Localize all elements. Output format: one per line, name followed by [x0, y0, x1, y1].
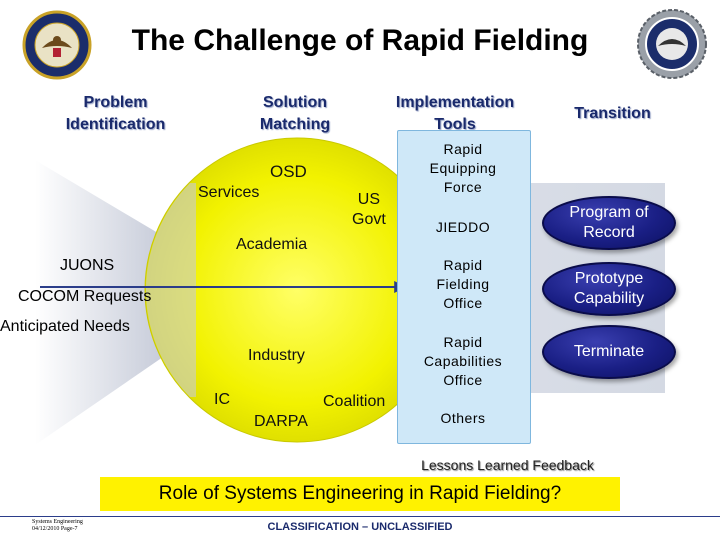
input-anticipated-needs: Anticipated Needs [0, 318, 130, 335]
heading-transition: Transition [574, 105, 651, 122]
classification-marking: CLASSIFICATION – UNCLASSIFIED [267, 521, 453, 533]
dau-seal-icon [637, 9, 707, 79]
label-coalition: Coalition [323, 393, 386, 410]
circle-shadow-arc [145, 183, 196, 397]
role-question-box: Role of Systems Engineering in Rapid Fie… [100, 477, 620, 511]
page-title: The Challenge of Rapid Fielding [131, 24, 589, 57]
tool-others: Others [440, 410, 486, 426]
implementation-tools-panel [397, 130, 531, 444]
dod-seal-icon [22, 10, 92, 80]
transition-terminate-label: Terminate [573, 343, 645, 360]
label-industry: Industry [248, 347, 305, 364]
heading-implementation-tools: Implementation Tools [395, 94, 515, 133]
footer-divider [0, 516, 720, 517]
label-academia: Academia [236, 236, 308, 253]
footer-line-2: 04/12/2010 Page-7 [32, 526, 78, 532]
footer-line-1: Systems Engineering [32, 519, 83, 525]
tool-rapid-capabilities-office: Rapid Capabilities Office [423, 334, 503, 388]
role-question-text: Role of Systems Engineering in Rapid Fie… [158, 483, 562, 504]
tool-jieddo: JIEDDO [435, 219, 491, 235]
transition-terminate: Terminate [542, 325, 676, 379]
heading-solution-matching: Solution Matching [259, 94, 331, 133]
label-ic: IC [214, 391, 230, 408]
label-osd: OSD [270, 162, 307, 181]
tool-rapid-equipping-force: Rapid Equipping Force [429, 141, 497, 195]
label-us-govt: US Govt [352, 191, 386, 228]
transition-program-of-record: Program of Record [542, 196, 676, 250]
transition-prototype-capability: Prototype Capability [542, 262, 676, 316]
transition-program-of-record-label: Program of Record [569, 204, 649, 241]
label-darpa: DARPA [254, 413, 308, 430]
label-services: Services [198, 184, 260, 201]
input-cocom-requests: COCOM Requests [18, 288, 152, 305]
input-juons: JUONS [60, 257, 115, 274]
tool-rapid-fielding-office: Rapid Fielding Office [436, 257, 490, 311]
lessons-learned-feedback: Lessons Learned Feedback [421, 457, 594, 473]
transition-prototype-capability-label: Prototype Capability [573, 270, 645, 307]
footer-slide-info: Systems Engineering 04/12/2010 Page-7 [32, 519, 83, 533]
heading-problem-identification: Problem Identification [65, 94, 166, 133]
problem-funnel [35, 160, 195, 445]
